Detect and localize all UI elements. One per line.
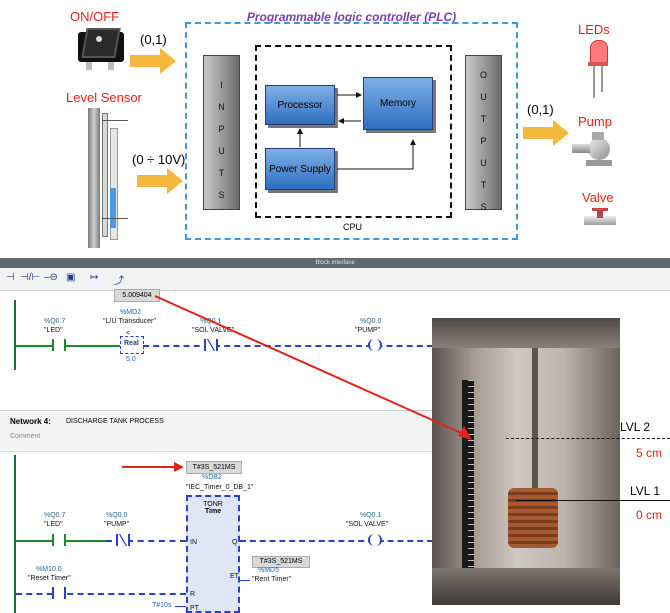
net3-compare-box[interactable] (120, 336, 144, 354)
reset-name: "Reset Timer" (28, 575, 71, 582)
processor-block: Processor (265, 85, 335, 125)
lvl1-line (516, 500, 670, 501)
rung-wire-dashed (106, 540, 186, 542)
memory-block: Memory (363, 77, 433, 130)
pump-icon (572, 132, 620, 172)
tonr-label: TONR (203, 501, 223, 508)
network-4-comment[interactable]: Comment (10, 433, 41, 440)
et-name: "Rent Timer" (252, 576, 292, 583)
box-icon[interactable]: ▣ (66, 272, 76, 283)
valve-icon (584, 208, 616, 228)
level-sensor-icon (88, 108, 136, 248)
reset-addr: %M10.0 (36, 566, 62, 573)
pin-r: R (190, 591, 196, 598)
pin-et: ET (230, 573, 239, 580)
valve-label: Valve (582, 190, 614, 205)
pt-value: T#10s (152, 602, 172, 609)
net3-contact-nc[interactable] (204, 339, 218, 351)
arrow-right-icon (137, 168, 183, 194)
output-signal: (0,1) (527, 102, 554, 117)
ladder-toolbar: ⊣ ⊣/⊢ –⊖ ▣ ↦ ⤴ (0, 268, 670, 291)
level-sensor-label: Level Sensor (66, 90, 142, 105)
db-name: "IEC_Timer_0_DB_1" (186, 484, 254, 491)
net4-c1-addr: %Q0.7 (44, 512, 66, 519)
level-signal: (0 ÷ 10V) (132, 152, 186, 167)
net4-c2-name: "PUMP" (104, 521, 130, 528)
plc-title: Programmable logic controller (PLC) (246, 10, 457, 24)
net3-coil[interactable] (368, 339, 382, 351)
net4-contact-nc[interactable] (116, 534, 130, 546)
db-addr: %DB2 (202, 474, 222, 481)
power-supply-block: Power Supply (265, 148, 335, 190)
et-addr: %MD5 (258, 567, 280, 574)
net4-contact-1[interactable] (52, 534, 66, 546)
net3-coil-addr: %Q0.0 (360, 318, 382, 325)
net3-c2-name: "L/U Transducer" (103, 318, 156, 325)
rung-wire-dashed (16, 593, 186, 595)
net3-c3-name: "SOL VALVE" (192, 327, 235, 334)
rung-wire-dashed (240, 540, 433, 542)
red-arrow-icon (122, 462, 184, 472)
power-rail (14, 455, 16, 613)
pin-pt: PT (190, 605, 199, 612)
network-4-title: Network 4: (10, 417, 51, 426)
close-branch-icon[interactable]: ⤴ (114, 276, 124, 287)
rung-wire (16, 345, 120, 347)
pin-q: Q (232, 539, 238, 546)
arrow-right-icon (130, 48, 176, 74)
net3-contact-1[interactable] (52, 339, 66, 351)
pin-in: IN (190, 539, 197, 546)
timer-value-box: T#3S_521MS (186, 461, 242, 474)
red-arrow-icon (154, 295, 472, 440)
tank-photo (432, 318, 620, 605)
power-rail (14, 300, 16, 370)
led-icon (588, 40, 608, 100)
lvl1-cm: 0 cm (636, 508, 663, 522)
switch-icon (78, 28, 126, 70)
block-interface-bar[interactable]: Block interface (0, 258, 670, 268)
contact-no-icon[interactable]: ⊣ (6, 272, 15, 283)
pump-label: Pump (578, 114, 612, 129)
et-value-box: T#3S_521MS (252, 556, 310, 568)
reset-contact[interactable] (52, 587, 66, 599)
rung-wire-dashed (143, 345, 433, 347)
plc-box (185, 22, 518, 240)
net3-c2-addr: %MD2 (120, 309, 142, 316)
cpu-label: CPU (343, 222, 363, 232)
net4-coil[interactable] (368, 534, 382, 546)
lvl2-cm: 5 cm (636, 446, 663, 460)
cpu-arrows (297, 92, 416, 170)
onoff-label: ON/OFF (70, 9, 120, 24)
cpu-box (255, 45, 452, 218)
lvl2-label: LVL 2 (620, 420, 651, 434)
tonr-block[interactable]: TONR Time IN Q R ET PT (186, 495, 240, 613)
net3-c1-name: "LED" (44, 327, 63, 334)
lvl1-label: LVL 1 (630, 484, 661, 498)
arrow-right-icon (523, 120, 569, 146)
net4-coil-name: "SOL VALVE" (346, 521, 389, 528)
onoff-signal: (0,1) (140, 32, 167, 47)
coil-icon[interactable]: –⊖ (44, 272, 58, 283)
live-value-box: 5.009404 (114, 289, 160, 302)
network-4-desc: DISCHARGE TANK PROCESS (66, 418, 164, 425)
network-4-header: Network 4: DISCHARGE TANK PROCESS Commen… (0, 410, 432, 452)
net4-coil-addr: %Q0.1 (360, 512, 382, 519)
contact-nc-icon[interactable]: ⊣/⊢ (20, 272, 41, 283)
et-wire (240, 580, 250, 581)
net3-c2-op: < (126, 330, 131, 337)
tonr-time: Time (204, 508, 222, 515)
lvl2-line (506, 438, 670, 439)
net3-c2-val: 5.0 (126, 356, 136, 363)
net4-c1-name: "LED" (44, 521, 63, 528)
net3-c1-addr: %Q0.7 (44, 318, 66, 325)
net4-c2-addr: %Q0.0 (106, 512, 128, 519)
branch-icon[interactable]: ↦ (90, 272, 99, 283)
net3-c2-type: Real (124, 340, 139, 347)
pt-wire (175, 606, 186, 607)
leds-label: LEDs (578, 22, 610, 37)
net3-coil-name: "PUMP" (355, 327, 381, 334)
